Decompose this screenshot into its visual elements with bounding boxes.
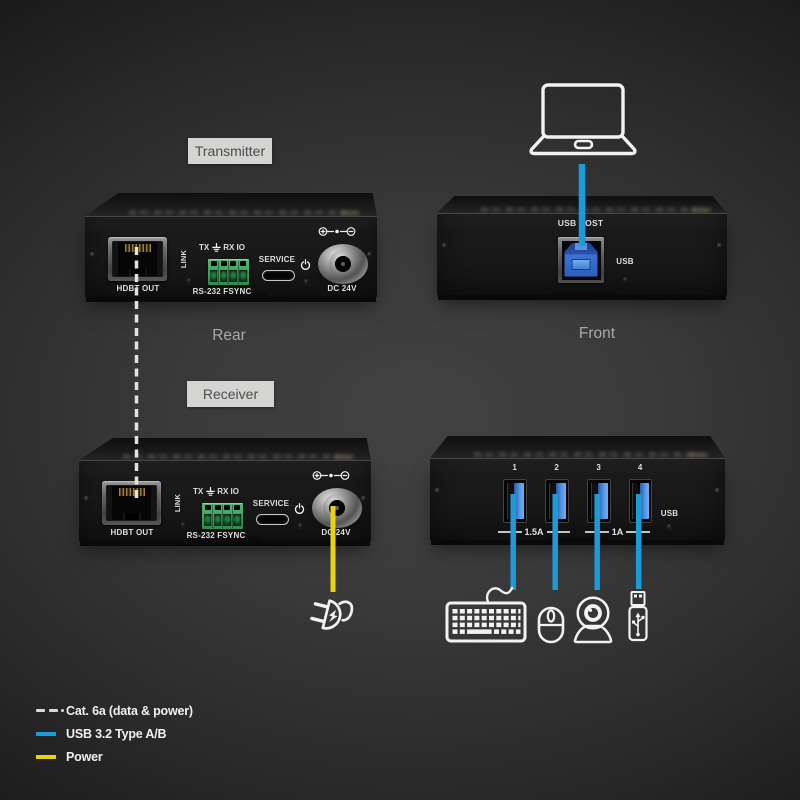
tx-label: TX [192,487,204,496]
rs232-label: RS-232 FSYNC [192,287,252,296]
current-a-label: 1.5A [524,527,544,537]
vent-slot [548,537,607,541]
legend-usb-label: USB 3.2 Type A/B [66,726,167,741]
laptop-icon [529,83,637,156]
current-group-a: 1.5A [498,527,571,537]
rx-io-label: RX IO [217,487,239,496]
legend-row-power: Power [36,746,193,769]
serial-pinout-label: TX RX IO [191,243,253,253]
service-label: SERVICE [258,255,296,264]
port-number: 4 [637,463,643,472]
dc-led [303,278,309,284]
dc-polarity-icon [312,471,350,480]
port-number: 3 [596,463,602,472]
screw-icon [715,488,720,493]
yellow-line-sample [36,755,66,759]
device-bottom [438,295,726,300]
current-b-label: 1A [611,527,624,537]
transmitter-label: Transmitter [188,138,272,164]
screw-icon [442,243,447,248]
keyboard-icon [445,601,527,643]
dc-24v-label: DC 24V [327,284,357,293]
rs232-label: RS-232 FSYNC [186,531,246,540]
screw-icon [717,243,722,248]
legend-power-label: Power [66,750,103,765]
webcam-icon [573,596,613,644]
link-led [180,521,186,527]
vent-slot [200,293,267,297]
device-top-face [430,436,725,458]
usb-flash-drive-icon [628,591,648,642]
ground-icon [211,243,221,252]
keyboard-cable-line [485,586,514,604]
legend-cat6a-label: Cat. 6a (data & power) [66,703,193,718]
screw-icon [435,488,440,493]
hdbt-out-label: HDBT OUT [110,528,154,537]
power-symbol-icon [300,259,311,270]
dc-24v-jack [317,244,368,284]
usb-led-label: USB [616,257,634,266]
rs232-terminal-block [208,259,249,285]
power-plug-icon [310,599,354,630]
device-bottom [431,540,724,545]
blue-line-sample [36,731,66,736]
service-label: SERVICE [252,499,290,508]
hdbt-out-port [102,481,161,525]
usb-led [666,524,672,530]
dc-24v-label: DC 24V [321,528,351,537]
rs232-terminal-block [202,503,243,529]
service-usb-c-port [262,270,295,281]
device-bottom [86,297,376,302]
port-number: 2 [554,463,560,472]
hdbt-out-port [108,237,167,281]
front-view-label: Front [578,325,616,342]
screw-icon [90,252,95,257]
dc-led [297,522,303,528]
dc-polarity-icon [318,227,356,236]
rear-view-label: Rear [212,327,246,344]
dashed-line-sample [36,708,66,713]
device-bottom [80,541,370,546]
serial-pinout-label: TX RX IO [185,487,247,497]
ground-icon [205,487,215,496]
link-led [186,277,192,283]
legend-row-cat6a: Cat. 6a (data & power) [36,699,193,722]
power-symbol-icon [294,503,305,514]
receiver-front-device: 1 2 3 4 1.5A 1A USB [430,436,725,546]
service-usb-c-port [256,514,289,525]
usb-led [622,276,628,282]
receiver-front-panel: 1 2 3 4 1.5A 1A USB [430,458,725,541]
mouse-icon [537,606,565,644]
screw-icon [367,252,372,257]
receiver-label: Receiver [187,381,274,407]
device-top-face [79,438,371,460]
screw-icon [84,496,89,501]
legend-row-usb: USB 3.2 Type A/B [36,722,193,745]
usb-led-label: USB [660,509,679,518]
vent-slot [551,291,617,295]
vent-slot [194,537,261,541]
screw-icon [361,496,366,501]
tx-label: TX [198,243,210,252]
legend: Cat. 6a (data & power) USB 3.2 Type A/B … [36,699,193,769]
port-number: 1 [512,463,518,472]
rx-io-label: RX IO [223,243,245,252]
device-top-face [85,193,377,216]
